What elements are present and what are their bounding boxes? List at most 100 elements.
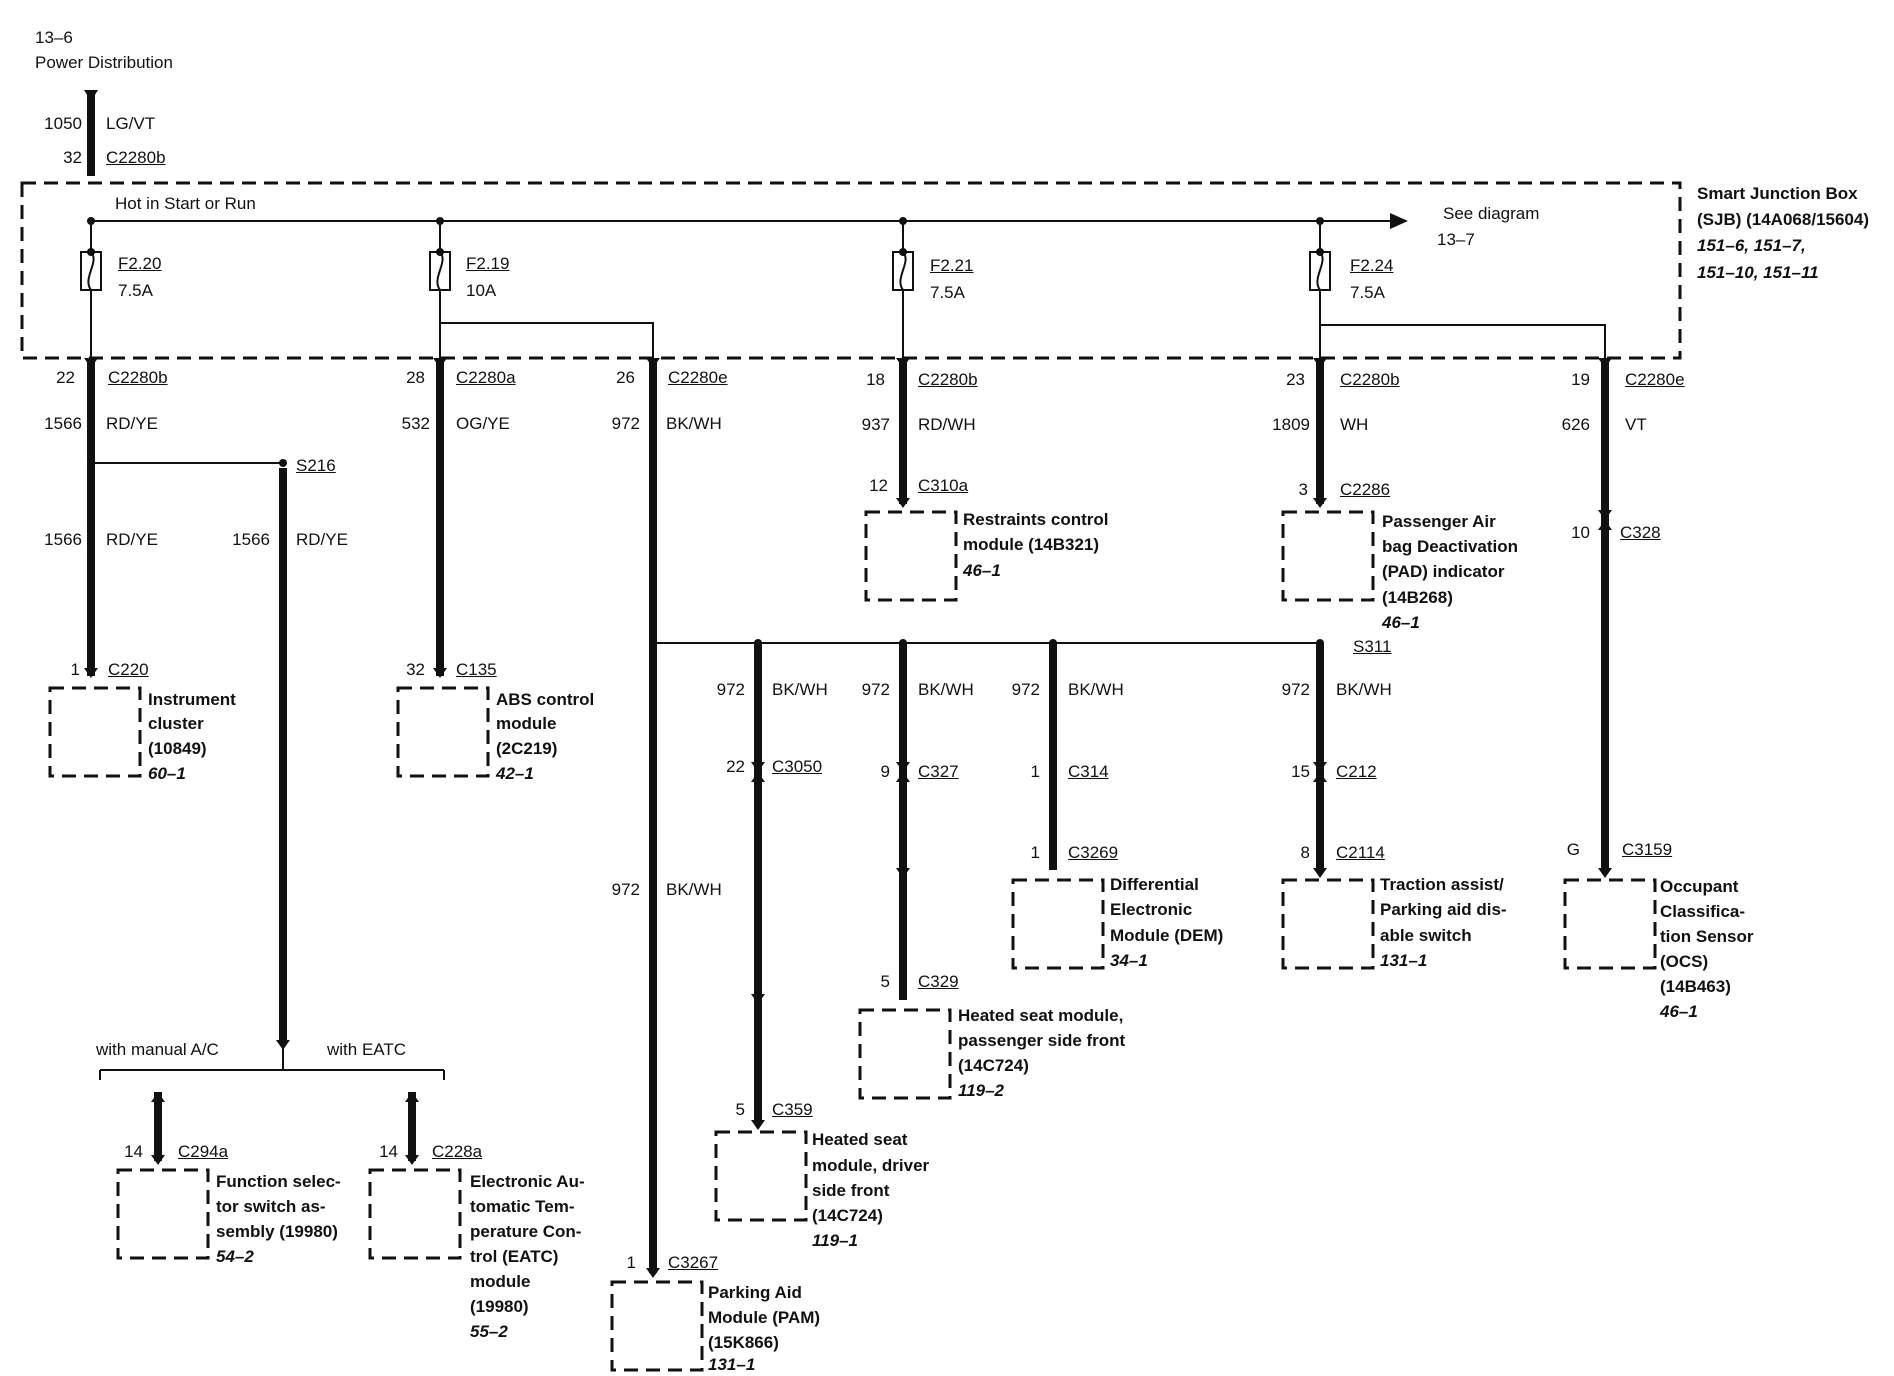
component-name: Parking aid dis- xyxy=(1380,900,1507,919)
component-name: Passenger Air xyxy=(1382,512,1496,531)
fuse-rating: 10A xyxy=(466,281,497,300)
connector-id: C2280e xyxy=(668,368,728,387)
component-ref: 119–1 xyxy=(812,1231,859,1250)
component-name: Parking Aid xyxy=(708,1283,802,1302)
pin-number: 5 xyxy=(880,972,890,991)
component-name: (14C724) xyxy=(812,1206,883,1225)
circuit-number: 532 xyxy=(401,414,430,433)
component-name: (15K866) xyxy=(708,1333,779,1352)
connector-id: C294a xyxy=(178,1142,229,1161)
wire-color: RD/YE xyxy=(296,530,348,549)
component-ref: 131–1 xyxy=(708,1355,756,1374)
component-name: (PAD) indicator xyxy=(1382,562,1505,581)
component-name: (OCS) xyxy=(1660,952,1709,971)
circuit-number: 626 xyxy=(1561,415,1590,434)
circuit-number: 1050 xyxy=(44,114,82,133)
section-title: Power Distribution xyxy=(35,53,173,72)
connector-arrows xyxy=(84,358,1612,1278)
connector-id: C220 xyxy=(108,660,149,679)
component-name: (14B268) xyxy=(1382,588,1453,607)
circuit-number: 1566 xyxy=(232,530,270,549)
connector-id: C228a xyxy=(432,1142,483,1161)
connector-id: C2280b xyxy=(106,148,166,167)
pin-number: 12 xyxy=(869,476,888,495)
pin-number: 32 xyxy=(406,660,425,679)
circuit-number: 1566 xyxy=(44,414,82,433)
wire-color: LG/VT xyxy=(106,114,156,133)
component-box xyxy=(116,1168,210,1260)
component-ref: 119–2 xyxy=(958,1081,1005,1100)
component-name: passenger side front xyxy=(958,1031,1126,1050)
component-box xyxy=(48,686,142,778)
connector-id: C2286 xyxy=(1340,480,1391,499)
component-name: perature Con- xyxy=(470,1222,582,1241)
fuse-id: F2.20 xyxy=(118,254,162,273)
component-name: side front xyxy=(812,1181,890,1200)
component-ref: 34–1 xyxy=(1110,951,1148,970)
fuse-rating: 7.5A xyxy=(118,281,153,300)
wire-color: RD/YE xyxy=(106,530,158,549)
pin-number: 5 xyxy=(735,1100,745,1119)
pin-number: 10 xyxy=(1571,523,1590,542)
component-ref: 131–1 xyxy=(1380,951,1428,970)
component-name: cluster xyxy=(148,714,204,733)
pin-number: 32 xyxy=(63,148,82,167)
pin-number: 3 xyxy=(1298,480,1308,499)
component-name: module xyxy=(470,1272,531,1291)
connector-id: C3269 xyxy=(1068,843,1119,862)
pin-number: 1 xyxy=(1030,843,1040,862)
component-name: (14C724) xyxy=(958,1056,1029,1075)
wire-color: OG/YE xyxy=(456,414,510,433)
component-name: Heated seat module, xyxy=(958,1006,1124,1025)
pin-number: 14 xyxy=(124,1142,143,1161)
internal-wire xyxy=(440,322,654,358)
input-arrow xyxy=(84,90,98,101)
component-name: trol (EATC) xyxy=(470,1247,559,1266)
fuse-symbol xyxy=(429,248,451,291)
fuse-id: F2.24 xyxy=(1350,256,1394,275)
connector-id: C314 xyxy=(1068,762,1109,781)
splice-label: S216 xyxy=(296,456,336,475)
connector-id: C359 xyxy=(772,1100,813,1119)
component-ref: 54–2 xyxy=(216,1247,254,1266)
component-ref: 60–1 xyxy=(148,764,186,783)
component-name: Differential xyxy=(1110,875,1199,894)
component-name: Occupant xyxy=(1660,877,1739,896)
sjb-refs: 151–6, 151–7, xyxy=(1697,236,1806,255)
wire-color: BK/WH xyxy=(666,414,722,433)
circuit-number: 972 xyxy=(1281,680,1310,699)
wire-color: BK/WH xyxy=(666,880,722,899)
pin-number: 22 xyxy=(726,757,745,776)
component-box xyxy=(858,1008,952,1100)
component-name: tomatic Tem- xyxy=(470,1197,575,1216)
wire-color: RD/WH xyxy=(918,415,976,434)
option-label-eatc: with EATC xyxy=(327,1040,407,1059)
wire-color: VT xyxy=(1625,415,1647,434)
see-diagram-label: See diagram xyxy=(1443,204,1540,223)
component-name: Traction assist/ xyxy=(1380,875,1504,894)
circuit-number: 937 xyxy=(861,415,890,434)
component-name: (10849) xyxy=(148,739,207,758)
fuse-rating: 7.5A xyxy=(1350,283,1385,302)
component-box xyxy=(396,686,490,778)
component-name: (19980) xyxy=(470,1297,529,1316)
component-name: module (14B321) xyxy=(963,535,1100,554)
pin-number: 9 xyxy=(880,762,890,781)
pin-number: 1 xyxy=(626,1253,636,1272)
component-box xyxy=(1011,878,1105,970)
component-box xyxy=(864,510,958,602)
fuse-symbol xyxy=(892,248,914,291)
pin-number: 19 xyxy=(1571,370,1590,389)
circuit-number: 972 xyxy=(1011,680,1040,699)
component-name: module, driver xyxy=(812,1156,930,1175)
component-name: Classifica- xyxy=(1660,902,1746,921)
component-name: (2C219) xyxy=(496,739,558,758)
component-ref: 55–2 xyxy=(470,1322,508,1341)
component-ref: 42–1 xyxy=(496,764,534,783)
component-name: Heated seat xyxy=(812,1130,908,1149)
splice-node xyxy=(87,459,95,467)
component-name: (14B463) xyxy=(1660,977,1731,996)
component-name: Restraints control xyxy=(963,510,1109,529)
circuit-number: 972 xyxy=(611,880,640,899)
